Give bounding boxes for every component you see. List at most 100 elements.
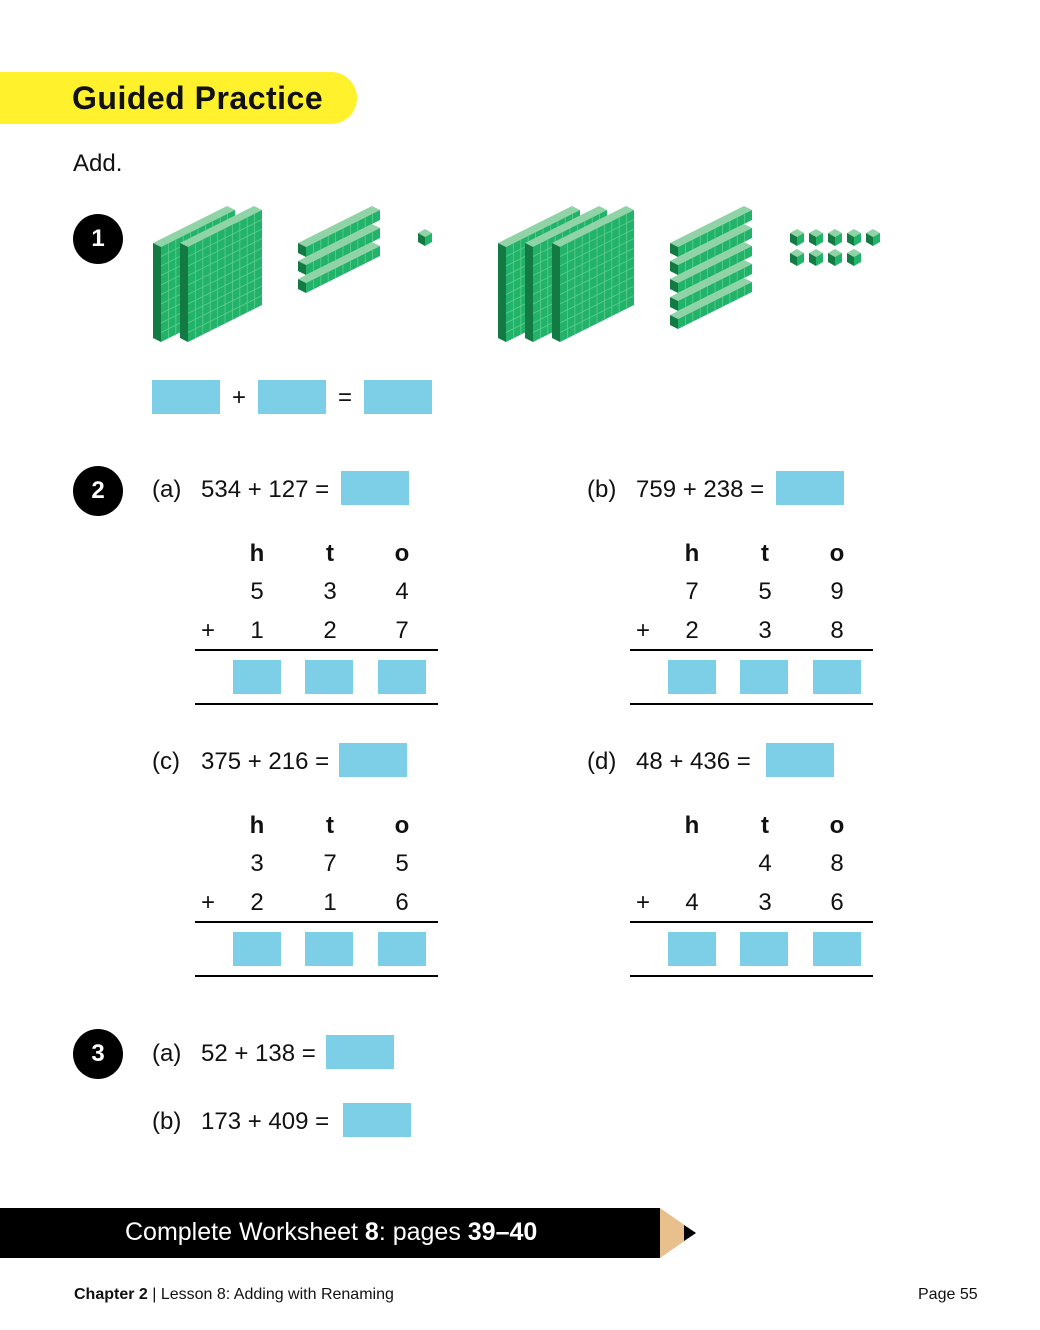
q2d-digit-answer-box[interactable] — [813, 932, 861, 966]
ten-rod-side — [670, 261, 678, 275]
q3b-answer-box[interactable] — [343, 1103, 411, 1137]
q2b-answer-box[interactable] — [776, 471, 844, 505]
q2a-header-h: h — [249, 540, 265, 567]
pencil-tip-icon — [660, 1208, 696, 1258]
pages-prefix: : pages — [378, 1218, 468, 1246]
one-cube-front — [816, 253, 823, 266]
hundred-flat-side — [498, 243, 506, 342]
q2b-header-h: h — [684, 540, 700, 567]
answer-box-addend-2[interactable] — [258, 380, 326, 414]
q2d-header-t: t — [761, 812, 769, 839]
q2b-expression: 759 + 238 = — [636, 476, 765, 503]
q2c-top-digit: 3 — [250, 850, 264, 877]
q3a-answer-box[interactable] — [326, 1035, 394, 1069]
q3a-label: (a) — [152, 1040, 182, 1067]
hundred-flat-top — [498, 206, 580, 247]
block-gridline — [559, 295, 635, 333]
q2d-top-digit: 8 — [830, 850, 844, 877]
chapter-label: Chapter 2 — [74, 1286, 148, 1303]
q2d-digit-answer-box[interactable] — [740, 932, 788, 966]
q2c-expression: 375 + 216 = — [201, 748, 330, 775]
one-cube-side — [847, 233, 854, 246]
block-gridline — [559, 276, 635, 314]
one-cube-front — [835, 253, 842, 266]
q2b-header-o: o — [829, 540, 845, 567]
block-gridline — [187, 285, 263, 324]
q2a-digit-answer-box[interactable] — [378, 660, 426, 694]
q2d-answer-box[interactable] — [766, 743, 834, 777]
q2d-plus-sign: + — [636, 889, 651, 916]
q2c-bottom-digit: 6 — [395, 889, 409, 916]
q2c-digit-answer-box[interactable] — [305, 932, 353, 966]
q2a-rule-top — [195, 649, 438, 651]
one-cube-front — [797, 233, 804, 246]
one-cube-front — [835, 233, 842, 246]
q2a-answer-box[interactable] — [341, 471, 409, 505]
q3a-expression: 52 + 138 = — [201, 1040, 316, 1067]
ten-rod-top — [298, 224, 380, 265]
q2c-rule-bottom — [195, 975, 438, 977]
q2c-answer-box[interactable] — [339, 743, 407, 777]
q2b-digit-answer-box[interactable] — [668, 660, 716, 694]
q2c-top-digit: 7 — [323, 850, 337, 877]
one-cube-front — [854, 253, 861, 266]
q2b-rule-bottom — [630, 703, 873, 705]
q2b-top-digit: 7 — [685, 578, 699, 605]
q2d-bottom-digit: 3 — [758, 889, 772, 916]
ten-rod-side — [670, 315, 678, 329]
block-gridline — [559, 228, 635, 267]
page-number: Page 55 — [918, 1286, 978, 1303]
one-cube-front — [873, 233, 880, 246]
q2d-bottom-digit: 6 — [830, 889, 844, 916]
q2c-bottom-digit: 2 — [250, 889, 264, 916]
equals-sign: = — [338, 384, 353, 411]
q2a-top-digit: 3 — [323, 578, 337, 605]
hundred-flat-top — [525, 206, 607, 247]
one-cube-front — [797, 253, 804, 266]
q2c-bottom-digit: 1 — [323, 889, 337, 916]
q2b-digit-answer-box[interactable] — [813, 660, 861, 694]
q2a-top-digit: 4 — [395, 578, 409, 605]
ten-rod-side — [298, 261, 306, 275]
q2d-digit-answer-box[interactable] — [668, 932, 716, 966]
one-cube-side — [809, 253, 816, 266]
q2c-digit-answer-box[interactable] — [233, 932, 281, 966]
ten-rod-top — [670, 278, 752, 319]
q2c-header-t: t — [326, 812, 334, 839]
answer-box-addend-1[interactable] — [152, 380, 220, 414]
q2a-top-digit: 5 — [250, 578, 264, 605]
q2d-bottom-digit: 4 — [685, 889, 699, 916]
q2d-rule-bottom — [630, 975, 873, 977]
one-cube-side — [828, 253, 835, 266]
q2a-expression: 534 + 127 = — [201, 476, 330, 503]
q2a-digit-answer-box[interactable] — [305, 660, 353, 694]
footer-lesson-info: Chapter 2 | Lesson 8: Adding with Renami… — [74, 1286, 394, 1303]
q2c-header-h: h — [249, 812, 265, 839]
block-gridline — [187, 257, 263, 295]
block-gridline — [559, 285, 635, 324]
q3b-label: (b) — [152, 1108, 182, 1135]
q2a-bottom-digit: 7 — [395, 617, 409, 644]
q2c-digit-answer-box[interactable] — [378, 932, 426, 966]
block-gridline — [559, 266, 635, 305]
answer-box-sum[interactable] — [364, 380, 432, 414]
q2b-bottom-digit: 3 — [758, 617, 772, 644]
block-gridline — [187, 276, 263, 314]
block-gridline — [187, 219, 263, 257]
hundred-flat-side — [552, 243, 560, 342]
q2a-plus-sign: + — [201, 617, 216, 644]
one-cube-front — [425, 233, 432, 246]
one-cube-side — [866, 233, 873, 246]
q2b-bottom-digit: 2 — [685, 617, 699, 644]
worksheet-banner: Complete Worksheet 8: pages 39–40 — [0, 1208, 660, 1258]
q2b-plus-sign: + — [636, 617, 651, 644]
q2b-digit-answer-box[interactable] — [740, 660, 788, 694]
one-cube-side — [790, 253, 797, 266]
q2a-digit-answer-box[interactable] — [233, 660, 281, 694]
ten-rod-side — [670, 243, 678, 257]
hundred-flat-top — [552, 206, 634, 247]
block-gridline — [187, 228, 263, 267]
ten-rod-side — [298, 243, 306, 257]
q2b-header-t: t — [761, 540, 769, 567]
block-gridline — [559, 257, 635, 295]
